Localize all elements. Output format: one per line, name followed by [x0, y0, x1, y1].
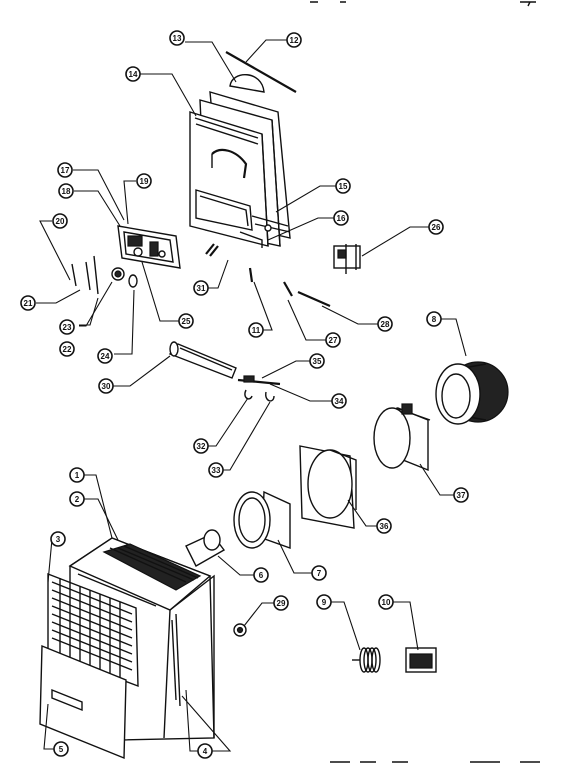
svg-text:2: 2 — [75, 495, 80, 504]
callout-3: 3 — [50, 531, 66, 547]
callout-5: 5 — [53, 741, 69, 757]
svg-text:8: 8 — [432, 315, 437, 324]
svg-text:20: 20 — [56, 217, 65, 226]
part-29-knob — [233, 623, 247, 637]
svg-text:35: 35 — [313, 357, 322, 366]
callout-13: 13 — [169, 30, 185, 46]
svg-text:34: 34 — [335, 397, 344, 406]
svg-text:1: 1 — [75, 471, 80, 480]
part-27-bracket — [283, 281, 293, 297]
part-11-pin — [248, 267, 254, 283]
svg-text:14: 14 — [129, 70, 138, 79]
callout-19: 19 — [136, 173, 152, 189]
svg-text:21: 21 — [24, 299, 33, 308]
callout-20: 20 — [52, 213, 68, 229]
callout-31: 31 — [193, 280, 209, 296]
svg-text:11: 11 — [252, 326, 261, 335]
leader-lines — [36, 39, 467, 752]
callout-21: 21 — [20, 295, 36, 311]
svg-text:19: 19 — [140, 177, 149, 186]
callout-28: 28 — [377, 316, 393, 332]
svg-text:7: 7 — [317, 569, 322, 578]
svg-text:6: 6 — [259, 571, 264, 580]
part-28-tube — [297, 290, 331, 308]
callout-30: 30 — [98, 378, 114, 394]
part-36-flange — [299, 445, 357, 529]
callout-8: 8 — [426, 311, 442, 327]
svg-text:30: 30 — [102, 382, 111, 391]
callout-36: 36 — [376, 518, 392, 534]
svg-text:24: 24 — [101, 352, 110, 361]
callout-35: 35 — [309, 353, 325, 369]
callout-4: 4 — [197, 743, 213, 759]
svg-text:29: 29 — [277, 599, 286, 608]
part-12-rod — [225, 51, 297, 93]
callout-18: 18 — [58, 183, 74, 199]
callout-23: 23 — [59, 319, 75, 335]
svg-text:27: 27 — [329, 336, 338, 345]
part-10-box — [405, 647, 437, 673]
svg-text:23: 23 — [63, 323, 72, 332]
svg-text:13: 13 — [173, 34, 182, 43]
callout-6: 6 — [253, 567, 269, 583]
svg-text:37: 37 — [457, 491, 466, 500]
callout-15: 15 — [335, 178, 351, 194]
part-30-burner — [168, 341, 237, 379]
callout-33: 33 — [208, 462, 224, 478]
part-5-panel — [39, 644, 127, 760]
callout-12: 12 — [286, 32, 302, 48]
callout-24: 24 — [97, 348, 113, 364]
svg-text:10: 10 — [382, 598, 391, 607]
svg-text:5: 5 — [59, 745, 64, 754]
callout-17: 17 — [57, 162, 73, 178]
svg-text:12: 12 — [290, 36, 299, 45]
svg-text:28: 28 — [381, 320, 390, 329]
svg-text:31: 31 — [197, 284, 206, 293]
callout-7: 7 — [311, 565, 327, 581]
svg-text:22: 22 — [63, 345, 72, 354]
callout-34: 34 — [331, 393, 347, 409]
part-9-coil — [352, 647, 381, 673]
heat-exchanger-assembly — [189, 73, 291, 248]
svg-text:18: 18 — [62, 187, 71, 196]
part-31-clip — [205, 243, 219, 257]
part-8-blower-wheel — [435, 361, 509, 425]
svg-text:26: 26 — [432, 223, 441, 232]
callout-10: 10 — [378, 594, 394, 610]
igniter-assembly — [237, 375, 281, 402]
callout-27: 27 — [325, 332, 341, 348]
callout-37: 37 — [453, 487, 469, 503]
part-26-relay — [333, 244, 361, 274]
part-37-housing-ring — [373, 403, 431, 472]
callout-14: 14 — [125, 66, 141, 82]
part-6-tube — [185, 529, 226, 567]
top-edge-fragments — [310, 1, 540, 763]
callouts: 1 2 3 4 5 6 7 8 9 10 11 12 13 14 15 16 1… — [20, 30, 469, 759]
callout-2: 2 — [69, 491, 85, 507]
callout-11: 11 — [248, 322, 264, 338]
svg-text:4: 4 — [203, 747, 208, 756]
svg-text:25: 25 — [182, 317, 191, 326]
svg-text:17: 17 — [61, 166, 70, 175]
part-7-collar — [233, 490, 291, 549]
callout-29: 29 — [273, 595, 289, 611]
svg-text:16: 16 — [337, 214, 346, 223]
callout-22: 22 — [59, 341, 75, 357]
svg-text:36: 36 — [380, 522, 389, 531]
callout-26: 26 — [428, 219, 444, 235]
svg-text:32: 32 — [197, 442, 206, 451]
svg-text:15: 15 — [339, 182, 348, 191]
svg-text:33: 33 — [212, 466, 221, 475]
control-plate-cluster — [71, 225, 181, 295]
callout-9: 9 — [316, 594, 332, 610]
callout-16: 16 — [333, 210, 349, 226]
callout-32: 32 — [193, 438, 209, 454]
svg-text:3: 3 — [56, 535, 61, 544]
callout-1: 1 — [69, 467, 85, 483]
callout-25: 25 — [178, 313, 194, 329]
svg-text:9: 9 — [322, 598, 327, 607]
